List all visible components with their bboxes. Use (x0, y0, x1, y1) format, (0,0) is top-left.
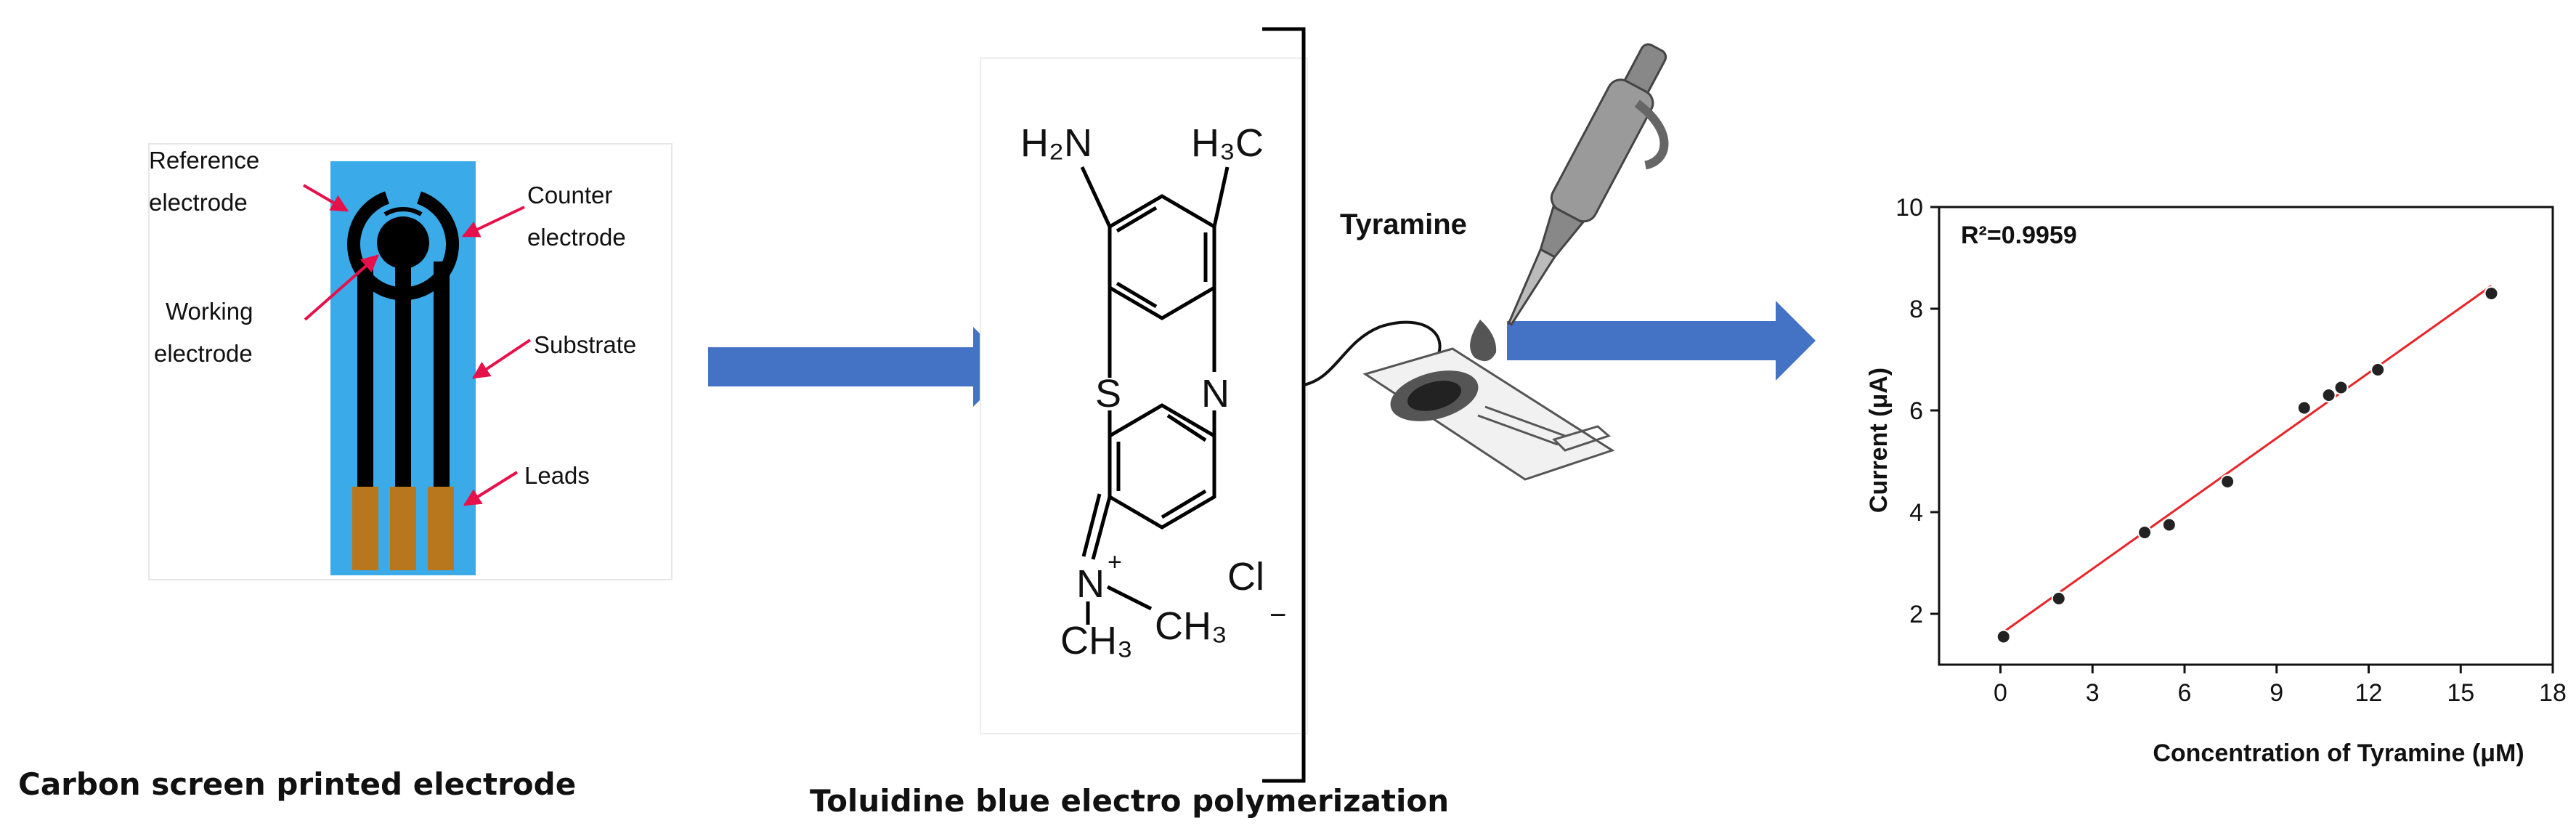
cable (1303, 320, 1442, 386)
ring-nitrogen-label: N (1201, 372, 1230, 416)
pipette-panel: Tyramine (1303, 43, 1669, 481)
strip-track-1 (1484, 405, 1566, 437)
data-point (2321, 388, 2336, 402)
working-pointer (304, 254, 379, 321)
molecule-panel (980, 27, 1308, 783)
molecule-caption: Toluidine blue electro polymerization (810, 783, 1450, 819)
x-tick-label: 3 (2086, 679, 2100, 707)
reference-label-1: Reference (149, 147, 259, 174)
counter-label-2: electrode (527, 224, 626, 251)
y-tick-label: 2 (1909, 601, 1923, 628)
iminium-bond-a (1091, 496, 1112, 560)
leads-pointer (463, 471, 519, 506)
lead-1 (352, 487, 378, 570)
x-axis-label: Concentration of Tyramine (μM) (2153, 739, 2524, 767)
data-point (2051, 591, 2066, 606)
r-squared-annotation: R²=0.9959 (1961, 222, 2077, 249)
calibration-chart: 10 8 6 4 2 18 15 12 9 6 3 0 R²=0.9959 Concentration… (1865, 194, 2567, 767)
arrow-2 (1507, 301, 1816, 381)
methyl-2-label: CH₃ (1155, 604, 1227, 648)
methyl-label: H₃C (1191, 121, 1264, 165)
data-point (2220, 474, 2235, 489)
working-label-2: electrode (154, 340, 253, 367)
data-point (2484, 286, 2499, 301)
process-arrows (708, 301, 1816, 407)
molecule-labels: H₂N H₃C S N N + CH₃ CH₃ Cl − (1020, 121, 1286, 662)
amine-bond (1080, 166, 1112, 228)
x-tick-label: 15 (2447, 679, 2474, 707)
x-tick-label: 12 (2355, 679, 2383, 707)
tyramine-label: Tyramine (1340, 208, 1467, 240)
iminium-n-label: N (1076, 562, 1105, 606)
data-point (2137, 525, 2153, 540)
substrate-label: Substrate (534, 331, 636, 358)
data-point (2161, 517, 2177, 532)
minus-charge: − (1269, 599, 1286, 631)
top-ring-double-1 (1116, 206, 1158, 233)
y-tick-label: 8 (1909, 296, 1923, 323)
arrow-1 (708, 327, 1013, 407)
electrode-panel: Reference electrode Counter electrode Wo… (148, 143, 673, 580)
data-point (2333, 380, 2349, 395)
amine-label: H₂N (1020, 121, 1092, 165)
pipette-body (1550, 78, 1654, 223)
working-electrode-disk (377, 216, 429, 269)
reference-pointer (302, 184, 349, 212)
y-axis-label: Current (μA) (1865, 368, 1893, 513)
substrate-pointer (472, 339, 532, 379)
x-tick-label: 18 (2539, 679, 2567, 707)
methyl-bond (1212, 166, 1230, 227)
counter-label-1: Counter (527, 182, 612, 208)
x-tick-label: 9 (2270, 679, 2283, 707)
x-tick-label: 0 (1994, 679, 2007, 707)
bracket (1262, 27, 1306, 783)
droplet (1470, 320, 1497, 362)
y-tick-label: 4 (1909, 499, 1923, 527)
molecule-frame (980, 57, 1308, 734)
leads-label: Leads (524, 462, 590, 489)
y-tick-label: 6 (1909, 397, 1923, 425)
data-point (2296, 400, 2312, 416)
sulfur-label: S (1095, 372, 1121, 416)
chloride-label: Cl (1227, 555, 1264, 599)
working-label-1: Working (166, 298, 253, 325)
plot-frame (1938, 206, 2554, 666)
pipette-hook (1634, 100, 1669, 170)
methyl-1-label: CH₃ (1060, 619, 1133, 662)
y-tick-label: 10 (1896, 194, 1923, 222)
strip-contacts (1552, 425, 1611, 452)
bottom-ring-double-2 (1166, 413, 1207, 442)
x-tick-label: 6 (2178, 679, 2192, 707)
lead-3 (428, 487, 454, 570)
plus-charge: + (1108, 548, 1122, 576)
pipette-tip (1507, 248, 1556, 326)
top-ring-double-3 (1116, 281, 1158, 309)
n-methyl-bond-2 (1106, 585, 1153, 611)
strip-track-2 (1477, 414, 1559, 446)
electrode-spot (1407, 381, 1462, 411)
data-point (2370, 362, 2386, 377)
counter-pointer (461, 206, 525, 238)
electrode-caption: Carbon screen printed electrode (18, 766, 577, 802)
fit-line (1999, 285, 2492, 636)
lead-2 (390, 487, 416, 570)
data-point (1996, 629, 2011, 644)
pipette (1507, 43, 1669, 326)
iminium-bond-b (1081, 493, 1102, 557)
counter-ring (383, 206, 423, 216)
bottom-ring-double-3 (1161, 489, 1207, 519)
reference-label-2: electrode (149, 189, 248, 216)
